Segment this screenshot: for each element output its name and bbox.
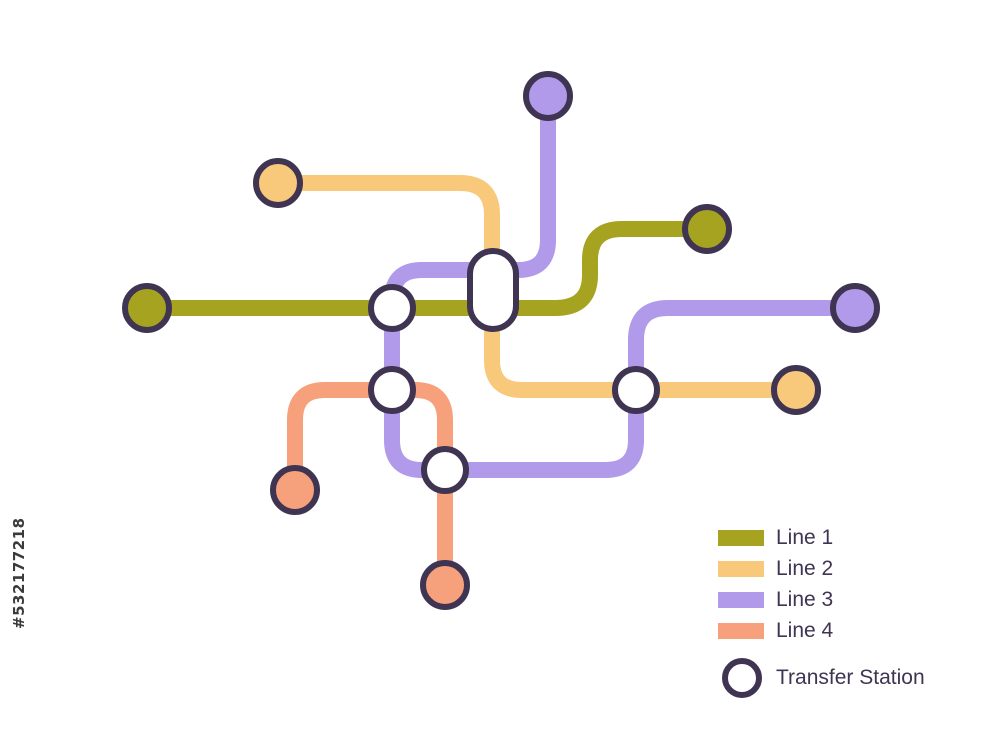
legend-label-line-3: Line 3 <box>776 587 834 611</box>
legend-item-line-4: Line 4 <box>718 615 925 646</box>
legend-swatch-line-4 <box>718 622 764 639</box>
line-1-terminal-east <box>682 204 732 254</box>
legend-item-line-1: Line 1 <box>718 522 925 553</box>
legend-item-line-3: Line 3 <box>718 584 925 615</box>
stock-id-watermark: #532177218 <box>10 517 28 629</box>
line-2-terminal-west <box>253 158 303 208</box>
line-4-terminal-south <box>420 560 470 610</box>
legend: Line 1 Line 2 Line 3 Line 4 Transfer Sta… <box>718 522 925 698</box>
transfer-station-central <box>467 248 519 332</box>
legend-item-line-2: Line 2 <box>718 553 925 584</box>
line-1-terminal-west <box>122 283 172 333</box>
legend-item-transfer: Transfer Station <box>718 658 925 698</box>
transfer-station <box>421 446 469 494</box>
transfer-station <box>368 284 416 332</box>
legend-swatch-line-1 <box>718 529 764 546</box>
legend-label-line-4: Line 4 <box>776 618 834 642</box>
line-3-path <box>384 88 863 478</box>
line-1-path <box>139 221 715 316</box>
line-2-terminal-east <box>771 365 821 415</box>
line-3-terminal-east <box>830 283 880 333</box>
legend-swatch-line-2 <box>718 560 764 577</box>
transfer-station-icon <box>722 658 762 698</box>
legend-swatch-line-3 <box>718 591 764 608</box>
legend-label-line-2: Line 2 <box>776 556 834 580</box>
legend-label-transfer: Transfer Station <box>776 666 925 689</box>
transfer-station <box>368 366 416 414</box>
line-3-terminal-north <box>523 71 573 121</box>
legend-label-line-1: Line 1 <box>776 525 834 549</box>
transfer-station <box>612 366 660 414</box>
line-4-terminal-west <box>270 465 320 515</box>
